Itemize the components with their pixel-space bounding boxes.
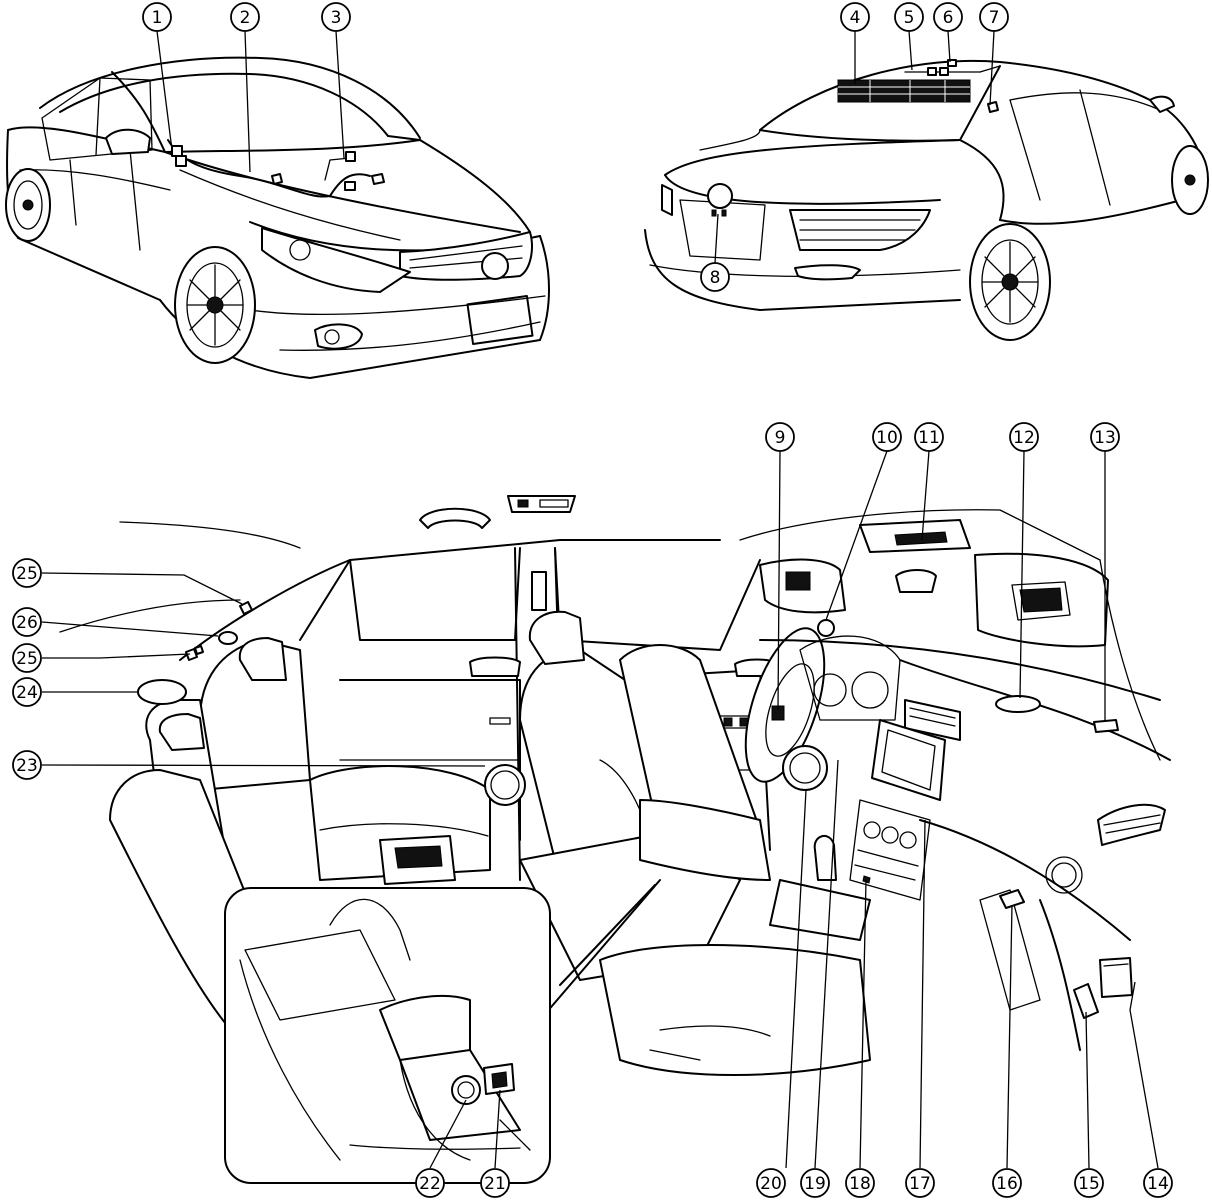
callout-c15: 15	[1074, 1168, 1104, 1198]
callout-label: 16	[996, 1174, 1018, 1194]
interior-view	[59, 495, 1171, 1184]
callout-circle	[12, 750, 42, 780]
callout-label: 20	[760, 1174, 782, 1194]
callout-circle	[700, 262, 730, 292]
callout-c25a: 25	[12, 558, 42, 588]
callout-label: 4	[850, 8, 861, 28]
callout-c2: 2	[230, 2, 260, 32]
callout-circle	[415, 1168, 445, 1198]
callout-label: 13	[1094, 428, 1116, 448]
callout-c10: 10	[872, 422, 902, 452]
callout-c22: 22	[415, 1168, 445, 1198]
callout-c13: 13	[1090, 422, 1120, 452]
callout-circle	[933, 2, 963, 32]
callout-label: 1	[152, 8, 163, 28]
callout-c1: 1	[142, 2, 172, 32]
callout-circle	[872, 422, 902, 452]
front-view-car	[5, 56, 550, 379]
callout-circle	[142, 2, 172, 32]
callout-c20: 20	[756, 1168, 786, 1198]
callout-c21: 21	[480, 1168, 510, 1198]
callout-label: 19	[804, 1174, 826, 1194]
callout-label: 3	[331, 8, 342, 28]
callout-label: 10	[876, 428, 898, 448]
callout-circle	[480, 1168, 510, 1198]
callout-circle	[1143, 1168, 1173, 1198]
callout-label: 23	[16, 756, 38, 776]
callout-circle	[1090, 422, 1120, 452]
callout-label: 5	[904, 8, 915, 28]
callout-c14: 14	[1143, 1168, 1173, 1198]
callout-circle	[765, 422, 795, 452]
callout-circle	[992, 1168, 1022, 1198]
callout-c23: 23	[12, 750, 42, 780]
callout-c18: 18	[845, 1168, 875, 1198]
callout-c25b: 25	[12, 643, 42, 673]
callout-label: 21	[484, 1174, 506, 1194]
callout-label: 12	[1013, 428, 1035, 448]
callout-c5: 5	[894, 2, 924, 32]
callout-c24: 24	[12, 677, 42, 707]
callout-label: 7	[989, 8, 1000, 28]
detail-inset-frame	[224, 887, 551, 1184]
callout-label: 2	[240, 8, 251, 28]
callout-circle	[840, 2, 870, 32]
callout-circle	[979, 2, 1009, 32]
callout-c8: 8	[700, 262, 730, 292]
callout-label: 24	[16, 683, 38, 703]
callout-c17: 17	[905, 1168, 935, 1198]
callout-c4: 4	[840, 2, 870, 32]
callout-c12: 12	[1009, 422, 1039, 452]
callout-label: 22	[419, 1174, 441, 1194]
callout-circle	[230, 2, 260, 32]
callout-label: 6	[943, 8, 954, 28]
callout-circle	[12, 607, 42, 637]
callout-label: 9	[775, 428, 786, 448]
callout-circle	[845, 1168, 875, 1198]
callout-label: 15	[1078, 1174, 1100, 1194]
callout-c11: 11	[914, 422, 944, 452]
callout-circle	[914, 422, 944, 452]
callout-circle	[756, 1168, 786, 1198]
callout-label: 11	[918, 428, 940, 448]
callout-label: 8	[710, 268, 721, 288]
callout-c9: 9	[765, 422, 795, 452]
callout-circle	[321, 2, 351, 32]
callout-label: 26	[16, 613, 38, 633]
callout-circle	[12, 558, 42, 588]
callout-c7: 7	[979, 2, 1009, 32]
callout-c6: 6	[933, 2, 963, 32]
callout-circle	[894, 2, 924, 32]
callout-c16: 16	[992, 1168, 1022, 1198]
detail-inset-contents	[239, 898, 531, 1161]
callout-circle	[1074, 1168, 1104, 1198]
callout-circle	[800, 1168, 830, 1198]
callout-c26: 26	[12, 607, 42, 637]
callout-label: 18	[849, 1174, 871, 1194]
callout-c3: 3	[321, 2, 351, 32]
callout-circle	[905, 1168, 935, 1198]
callout-circle	[12, 677, 42, 707]
callout-label: 25	[16, 649, 38, 669]
callout-label: 25	[16, 564, 38, 584]
leader-lines	[41, 30, 1159, 1169]
callout-c19: 19	[800, 1168, 830, 1198]
callout-label: 17	[909, 1174, 931, 1194]
rear-view-car	[644, 59, 1209, 341]
callout-circle	[12, 643, 42, 673]
callout-label: 14	[1147, 1174, 1169, 1194]
callout-circle	[1009, 422, 1039, 452]
